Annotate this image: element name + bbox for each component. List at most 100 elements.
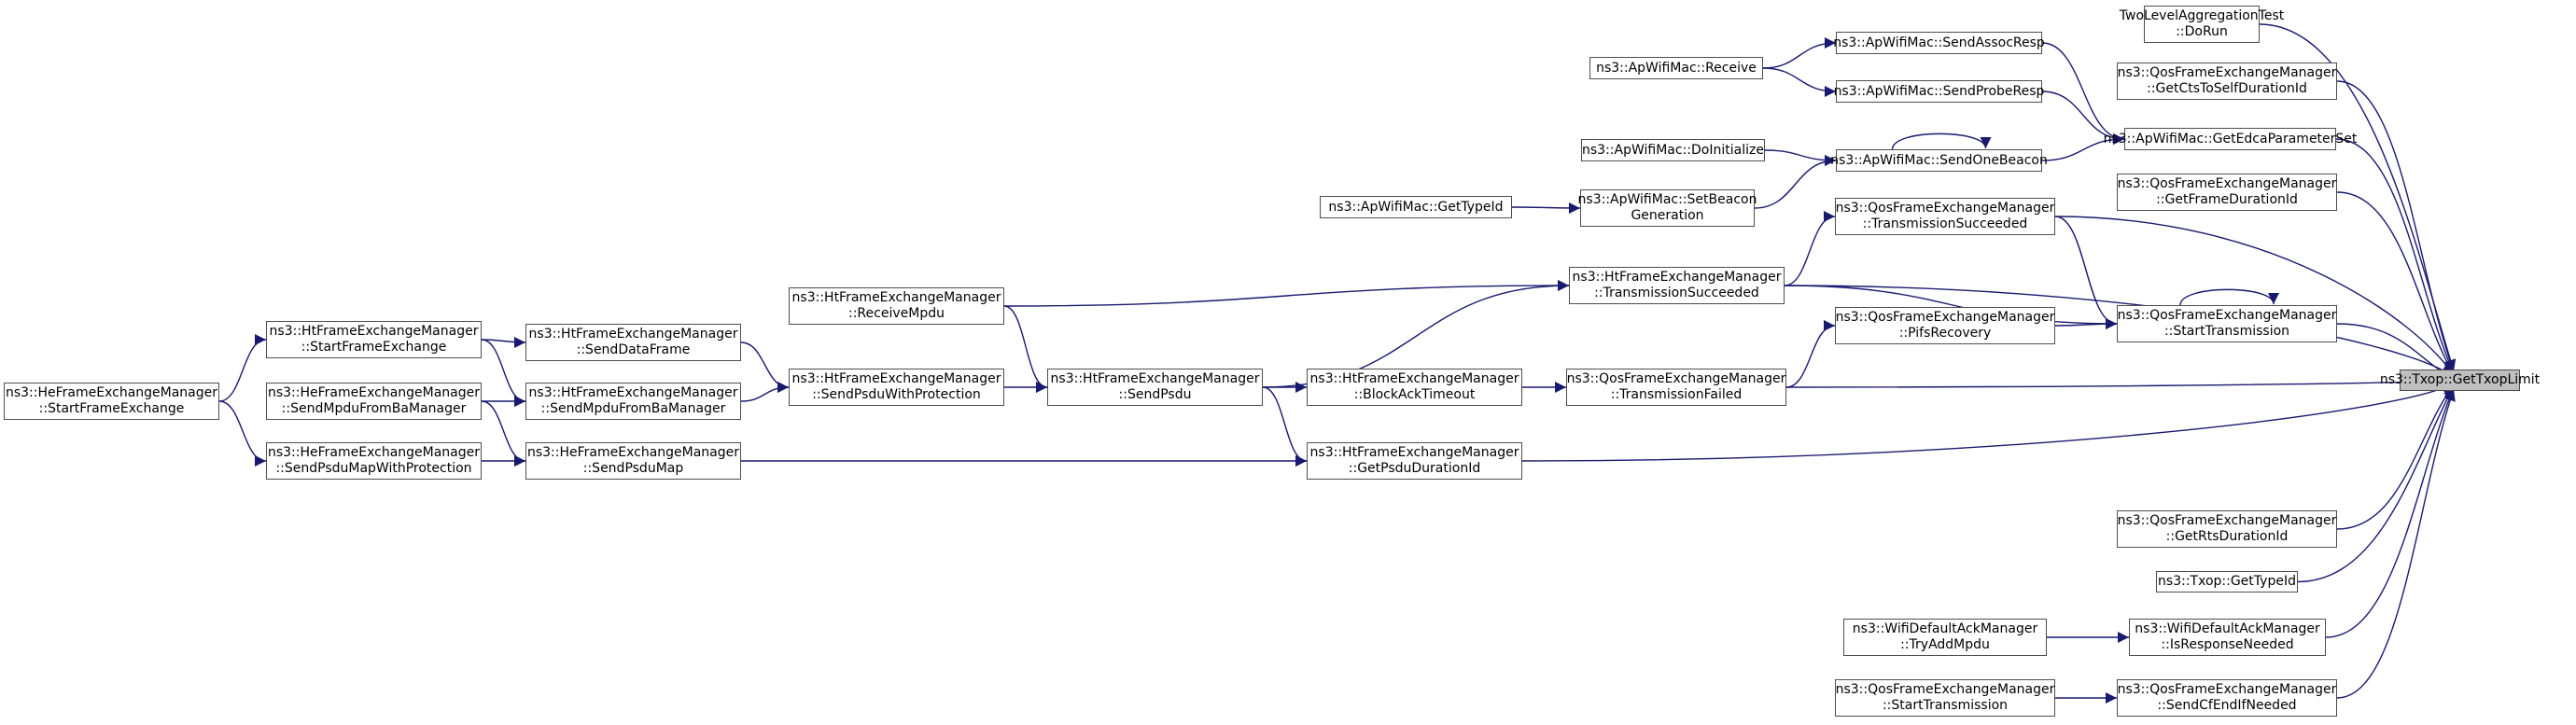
graph-node-qosTransmissionFailed[interactable]: ns3::QosFrameExchangeManager::Transmissi… — [1566, 369, 1786, 406]
graph-node-txopGetTypeId[interactable]: ns3::Txop::GetTypeId — [2156, 571, 2298, 593]
node-label-line: ns3::HeFrameExchangeManager — [5, 385, 218, 400]
edge-apSetBeaconGeneration-to-apSendOneBeacon — [1754, 155, 1837, 209]
graph-node-apSendAssocResp[interactable]: ns3::ApWifiMac::SendAssocResp — [1833, 32, 2045, 54]
edge-apSendAssocResp-to-apGetEdca — [2041, 42, 2125, 145]
node-label-line: ::SendMpduFromBaManager — [540, 401, 726, 416]
graph-node-htSendPsdu[interactable]: ns3::HtFrameExchangeManager::SendPsdu — [1047, 369, 1263, 406]
edge-qosGetRtsDuration-to-getTxopLimit — [2336, 383, 2455, 530]
graph-node-qosGetRtsDuration[interactable]: ns3::QosFrameExchangeManager::GetRtsDura… — [2117, 510, 2337, 548]
node-label-line: ::StartTransmission — [1882, 698, 2009, 713]
edge-apSendProbeResp-to-apGetEdca — [2041, 91, 2125, 145]
node-label-line: ::SendPsduMap — [582, 461, 684, 476]
node-label-line: ns3::HtFrameExchangeManager — [791, 371, 1001, 386]
node-label-line: ns3::ApWifiMac::SendProbeResp — [1833, 83, 2045, 99]
node-label-line: ns3::ApWifiMac::Receive — [1596, 60, 1757, 76]
graph-node-htSendDataFrame[interactable]: ns3::HtFrameExchangeManager::SendDataFra… — [525, 324, 741, 361]
graph-node-htSendMpduFromBaManager[interactable]: ns3::HtFrameExchangeManager::SendMpduFro… — [525, 383, 741, 420]
node-label-line: ns3::QosFrameExchangeManager — [1835, 310, 2055, 325]
edge-qosTransmissionSucceeded-to-getTxopLimit — [2054, 216, 2455, 376]
graph-node-htBlockAckTimeout[interactable]: ns3::HtFrameExchangeManager::BlockAckTim… — [1307, 369, 1522, 406]
graph-node-qosGetFrameDuration[interactable]: ns3::QosFrameExchangeManager::GetFrameDu… — [2117, 174, 2337, 211]
graph-node-heSendPsduMap[interactable]: ns3::HeFrameExchangeManager::SendPsduMap — [525, 442, 741, 480]
graph-node-htStartFrameExchange[interactable]: ns3::HtFrameExchangeManager::StartFrameE… — [266, 321, 482, 358]
graph-node-qosStartTransmission2[interactable]: ns3::QosFrameExchangeManager::StartTrans… — [1835, 679, 2055, 717]
node-label-line: ns3::HtFrameExchangeManager — [791, 290, 1001, 305]
edge-ackIsResponseNeeded-to-getTxopLimit — [2325, 387, 2455, 638]
edge-htTransmissionSucceeded-to-qosStartTransmission — [1784, 285, 2118, 329]
edge-apGetEdca-to-getTxopLimit — [2335, 138, 2455, 374]
edge-qosPifsRecovery-to-qosStartTransmission — [2054, 318, 2118, 330]
graph-node-htGetPsduDurationId[interactable]: ns3::HtFrameExchangeManager::GetPsduDura… — [1307, 442, 1522, 480]
edge-qosStartTransmission-to-qosStartTransmission — [2179, 288, 2279, 306]
graph-node-apDoInitialize[interactable]: ns3::ApWifiMac::DoInitialize — [1581, 139, 1765, 161]
node-label-line: ::SendPsduMapWithProtection — [275, 461, 472, 476]
node-label-line: ns3::QosFrameExchangeManager — [2117, 513, 2337, 528]
node-label-line: ns3::HtFrameExchangeManager — [1309, 371, 1519, 386]
node-label-line: ::SendPsdu — [1118, 387, 1192, 402]
edge-heStartFrameExchange-to-htStartFrameExchange — [218, 334, 267, 402]
node-label-line: ns3::WifiDefaultAckManager — [1852, 621, 2038, 636]
node-label-line: ::GetFrameDurationId — [2156, 192, 2298, 207]
node-label-line: ::SendCfEndIfNeeded — [2157, 698, 2297, 713]
node-label-line: ns3::HtFrameExchangeManager — [1572, 270, 1782, 285]
node-label-line: ns3::QosFrameExchangeManager — [2117, 65, 2337, 80]
node-label-line: ::SendPsduWithProtection — [812, 387, 981, 402]
graph-node-apSendProbeResp[interactable]: ns3::ApWifiMac::SendProbeResp — [1833, 80, 2045, 103]
node-label-line: ns3::ApWifiMac::GetEdcaParameterSet — [2103, 131, 2358, 146]
node-label-line: ns3::HeFrameExchangeManager — [267, 445, 481, 460]
graph-node-heSendPsduMapWithProtection[interactable]: ns3::HeFrameExchangeManager::SendPsduMap… — [266, 442, 482, 480]
graph-node-heSendMpduFromBaManager[interactable]: ns3::HeFrameExchangeManager::SendMpduFro… — [266, 383, 482, 420]
node-label-line: ns3::HeFrameExchangeManager — [267, 385, 481, 400]
node-label-line: ::TryAddMpdu — [1900, 637, 1990, 652]
graph-node-htTransmissionSucceeded[interactable]: ns3::HtFrameExchangeManager::Transmissio… — [1569, 267, 1785, 304]
graph-node-qosPifsRecovery[interactable]: ns3::QosFrameExchangeManager::PifsRecove… — [1835, 307, 2055, 344]
root-node-getTxopLimit[interactable]: ns3::Txop::GetTxopLimit — [2380, 369, 2540, 391]
node-label-line: ::GetRtsDurationId — [2165, 529, 2289, 544]
edge-qosSendCfEndIfNeeded-to-getTxopLimit — [2336, 389, 2456, 699]
edge-apSendOneBeacon-to-apGetEdca — [2041, 133, 2125, 161]
graph-node-apGetEdca[interactable]: ns3::ApWifiMac::GetEdcaParameterSet — [2104, 128, 2357, 150]
graph-node-apReceive[interactable]: ns3::ApWifiMac::Receive — [1589, 57, 1763, 79]
node-label-line: ns3::ApWifiMac::SendOneBeacon — [1830, 152, 2048, 168]
graph-node-apGetTypeId[interactable]: ns3::ApWifiMac::GetTypeId — [1320, 196, 1512, 218]
node-label-line: ::GetCtsToSelfDurationId — [2147, 81, 2307, 96]
graph-node-twoLevelDoRun[interactable]: TwoLevelAggregationTest::DoRun — [2120, 6, 2284, 43]
graph-node-qosGetCtsToSelf[interactable]: ns3::QosFrameExchangeManager::GetCtsToSe… — [2117, 63, 2337, 100]
node-label-line: ns3::HtFrameExchangeManager — [1309, 445, 1519, 460]
graph-node-heStartFrameExchange[interactable]: ns3::HeFrameExchangeManager::StartFrameE… — [4, 383, 219, 420]
edge-htGetPsduDurationId-to-getTxopLimit — [1521, 382, 2455, 462]
graph-node-qosStartTransmission[interactable]: ns3::QosFrameExchangeManager::StartTrans… — [2117, 305, 2337, 342]
edge-txopGetTypeId-to-getTxopLimit — [2297, 385, 2455, 583]
node-label-line: ns3::QosFrameExchangeManager — [1835, 201, 2055, 216]
node-label-line: ::StartFrameExchange — [301, 340, 447, 355]
graph-node-qosSendCfEndIfNeeded[interactable]: ns3::QosFrameExchangeManager::SendCfEndI… — [2117, 679, 2337, 717]
node-label-line: ns3::WifiDefaultAckManager — [2135, 621, 2320, 636]
node-label-line: ns3::HeFrameExchangeManager — [526, 445, 740, 460]
graph-node-htSendPsduWithProtection[interactable]: ns3::HtFrameExchangeManager::SendPsduWit… — [789, 369, 1004, 406]
node-label-line: ::ReceiveMpdu — [848, 306, 945, 321]
edge-htReceiveMpdu-to-htTransmissionSucceeded — [1003, 280, 1570, 307]
node-label-line: ::DoRun — [2176, 24, 2228, 39]
graph-node-apSendOneBeacon[interactable]: ns3::ApWifiMac::SendOneBeacon — [1830, 149, 2048, 172]
edge-qosGetCtsToSelf-to-getTxopLimit — [2336, 80, 2456, 372]
node-label-line: ns3::ApWifiMac::SetBeacon — [1577, 192, 1757, 207]
node-label-line: ns3::Txop::GetTxopLimit — [2379, 372, 2541, 387]
graph-node-qosTransmissionSucceeded[interactable]: ns3::QosFrameExchangeManager::Transmissi… — [1835, 198, 2055, 235]
node-label-line: ::PifsRecovery — [1898, 326, 1992, 341]
node-label-line: ::TransmissionSucceeded — [1594, 286, 1759, 300]
edge-qosTransmissionFailed-to-qosPifsRecovery — [1785, 320, 1836, 388]
node-label-line: ::SendDataFrame — [576, 342, 691, 357]
edge-qosGetFrameDuration-to-getTxopLimit — [2336, 191, 2455, 375]
node-label-line: ns3::HtFrameExchangeManager — [1050, 371, 1260, 386]
node-label-line: ns3::HtFrameExchangeManager — [528, 385, 738, 400]
edge-apGetTypeId-to-apSetBeaconGeneration — [1511, 202, 1581, 214]
node-label-line: ns3::ApWifiMac::GetTypeId — [1328, 199, 1504, 215]
graph-node-ackIsResponseNeeded[interactable]: ns3::WifiDefaultAckManager::IsResponseNe… — [2129, 619, 2326, 656]
node-label-line: ::TransmissionFailed — [1610, 387, 1743, 402]
node-label-line: ::IsResponseNeeded — [2161, 637, 2294, 652]
graph-node-ackTryAddMpdu[interactable]: ns3::WifiDefaultAckManager::TryAddMpdu — [1843, 619, 2047, 656]
graph-node-htReceiveMpdu[interactable]: ns3::HtFrameExchangeManager::ReceiveMpdu — [789, 287, 1004, 325]
edge-htStartFrameExchange-to-htSendDataFrame — [481, 336, 526, 348]
